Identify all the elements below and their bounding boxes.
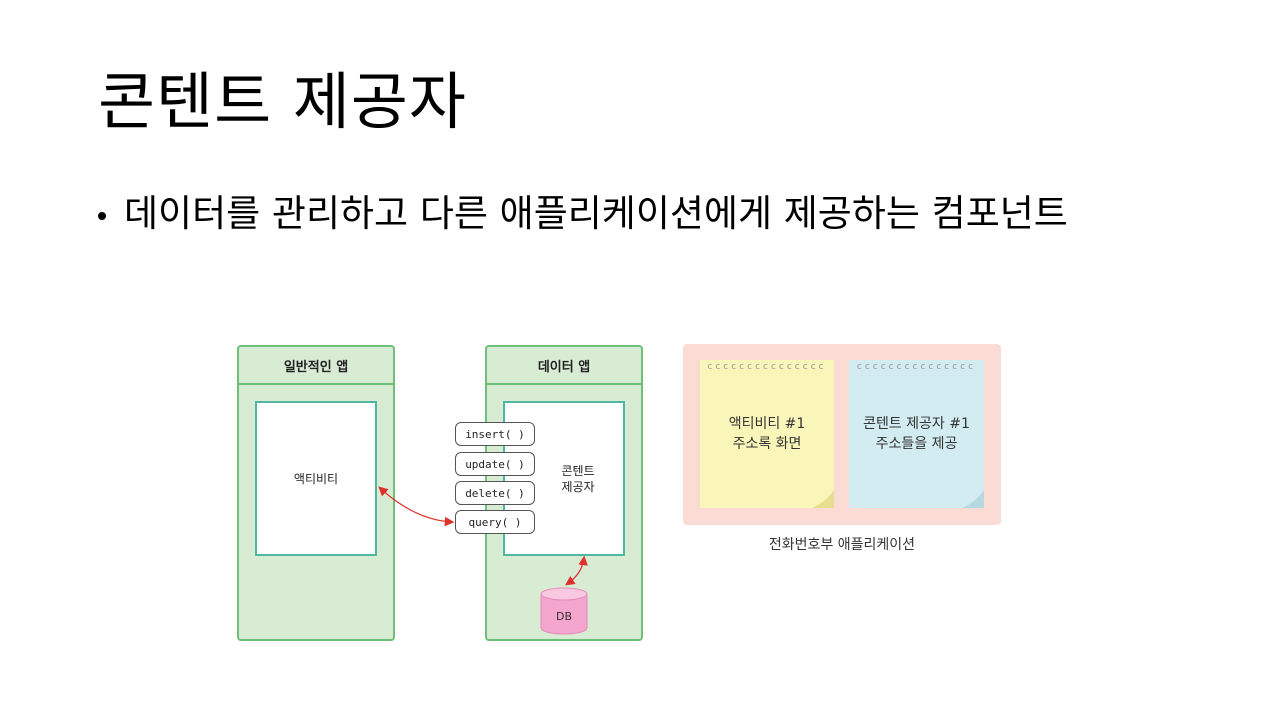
general-app-header: 일반적인 앱 bbox=[239, 347, 393, 385]
phonebook-caption: 전화번호부 애플리케이션 bbox=[768, 537, 916, 553]
insert-method: insert( ) bbox=[455, 422, 535, 446]
activity-label: 액티비티 bbox=[293, 471, 339, 486]
note-holes-icon: ccccccccccccccc bbox=[856, 363, 977, 371]
note-holes-icon: ccccccccccccccc bbox=[707, 363, 827, 371]
delete-method: delete( ) bbox=[455, 481, 535, 505]
bullet-item: 데이터를 관리하고 다른 애플리케이션에게 제공하는 컴포넌트 bbox=[98, 188, 1068, 240]
query-method: query( ) bbox=[455, 510, 535, 534]
update-method: update( ) bbox=[455, 452, 535, 476]
data-app-header: 데이터 앱 bbox=[487, 347, 641, 385]
provider-note: ccccccccccccccc 콘텐트 제공자 #1 주소들을 제공 bbox=[849, 360, 984, 508]
activity-note-line2: 주소록 화면 bbox=[732, 436, 802, 452]
bullet-dot-icon bbox=[98, 212, 106, 220]
activity-note: ccccccccccccccc 액티비티 #1 주소록 화면 bbox=[700, 360, 834, 508]
bullet-text: 데이터를 관리하고 다른 애플리케이션에게 제공하는 컴포넌트 bbox=[124, 192, 1068, 235]
provider-label-line2: 제공자 bbox=[561, 479, 595, 494]
slide-title: 콘텐트 제공자 bbox=[98, 65, 467, 138]
activity-note-line1: 액티비티 #1 bbox=[728, 416, 806, 432]
activity-box: 액티비티 bbox=[255, 401, 377, 556]
provider-note-line2: 주소들을 제공 bbox=[875, 436, 958, 452]
provider-label-line1: 콘텐트 bbox=[561, 463, 595, 478]
content-provider-box: 콘텐트 제공자 bbox=[503, 401, 625, 556]
provider-note-line1: 콘텐트 제공자 #1 bbox=[863, 416, 970, 432]
